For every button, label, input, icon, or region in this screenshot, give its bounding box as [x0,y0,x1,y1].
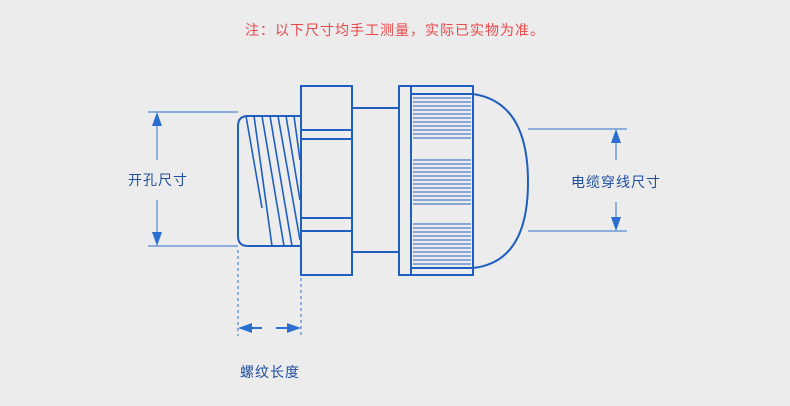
cable-size-arrow-down [611,217,621,231]
cap-knurling [413,97,471,265]
measurement-note: 注：以下尺寸均手工测量，实际已实物为准。 [245,23,545,39]
thread-body [237,115,300,247]
hole-size-arrow-down [152,232,162,246]
cable-size-arrow-up [611,129,621,143]
gland-outline [237,85,530,276]
thread-length-label: 螺纹长度 [240,365,300,381]
thread-length-dimension [237,250,302,336]
cable-size-dimension [528,128,627,232]
hole-size-arrow-up [152,112,162,126]
cable-size-label: 电缆穿线尺寸 [571,175,661,191]
thread-length-arrow-right [287,323,301,333]
hex-nut [300,85,353,276]
hole-size-label: 开孔尺寸 [128,173,188,189]
sealing-cap [410,85,530,276]
flange [398,85,412,276]
thread-length-arrow-left [238,323,252,333]
thread-lines [245,115,301,247]
